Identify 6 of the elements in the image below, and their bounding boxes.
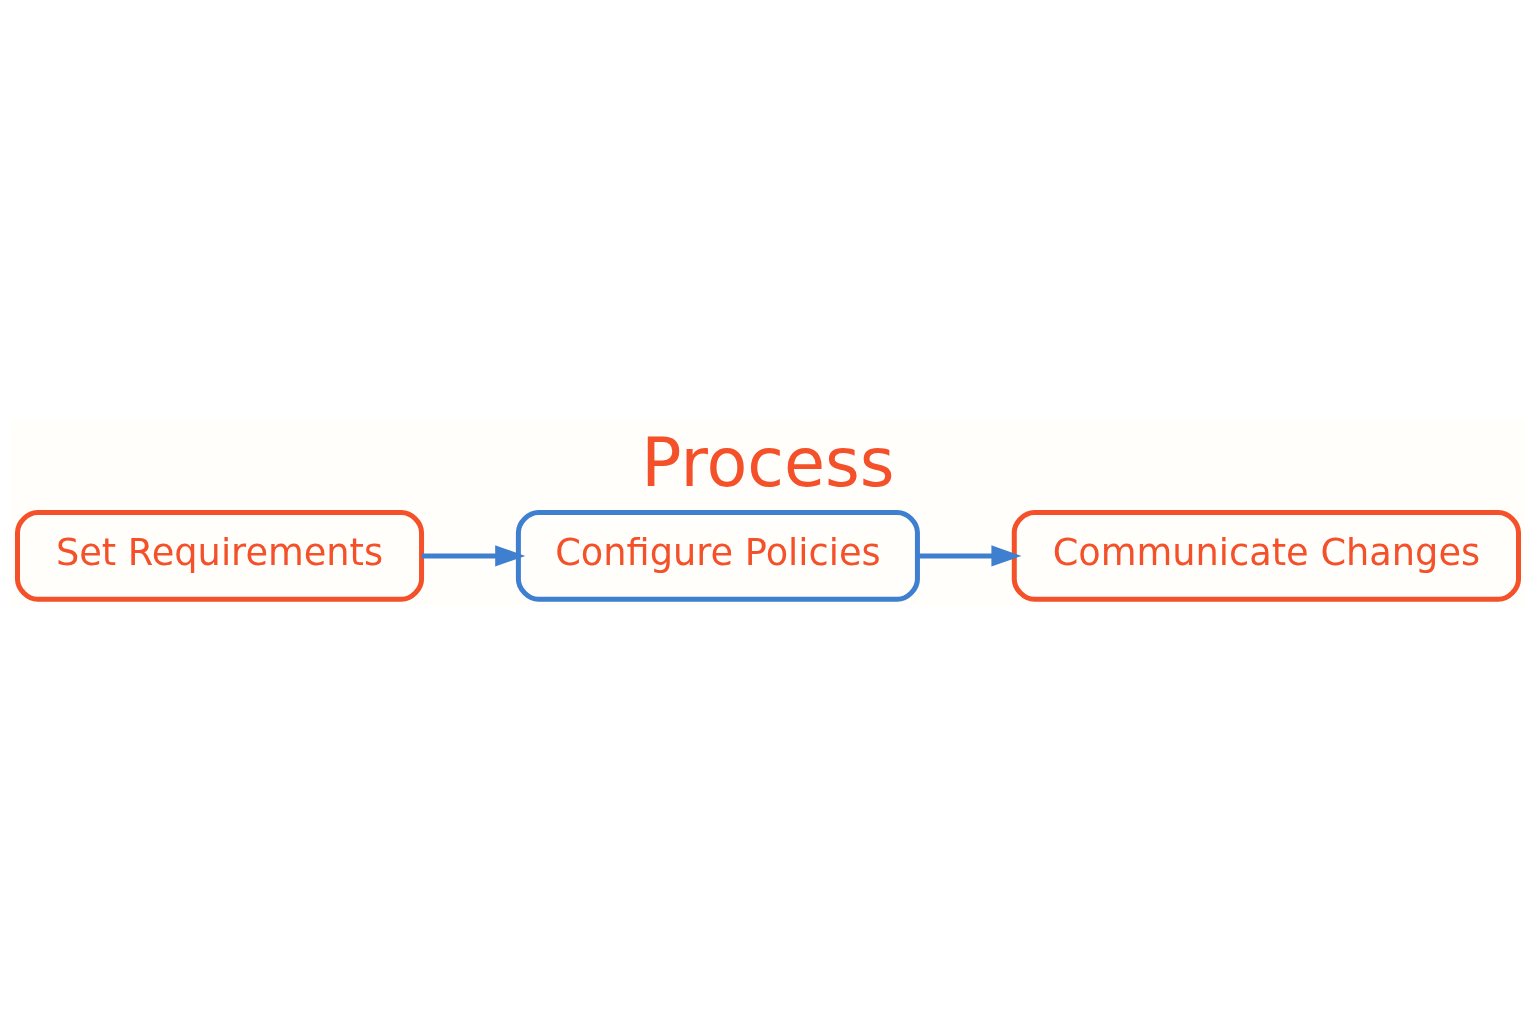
diagram-title: Process <box>641 423 895 502</box>
arrow <box>917 544 1022 566</box>
node-box: Configure Policies <box>515 509 920 602</box>
node-box: Communicate Changes <box>1011 509 1521 602</box>
arrow <box>421 544 526 566</box>
node-box: Set Requirements <box>15 509 425 602</box>
